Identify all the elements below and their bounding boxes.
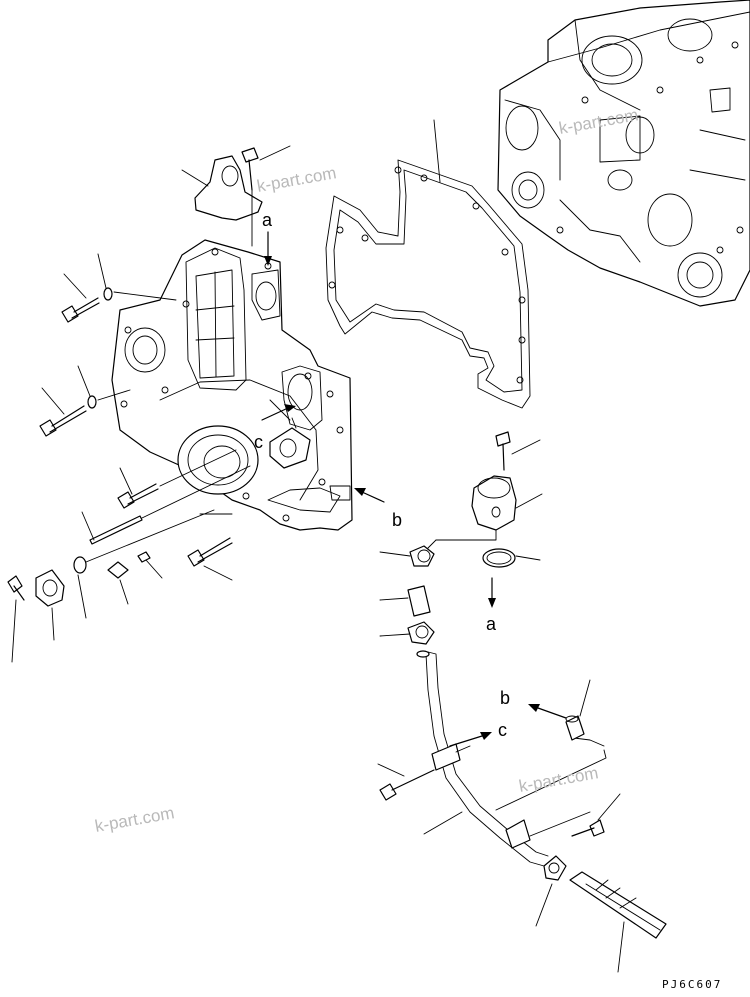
leader-line bbox=[119, 467, 133, 495]
leader-line bbox=[77, 574, 87, 619]
o-ring bbox=[482, 548, 541, 568]
arrow-a-top bbox=[264, 231, 272, 266]
arrow-c-right bbox=[449, 732, 492, 747]
tube-flange bbox=[269, 399, 311, 469]
arrow-c-left bbox=[261, 404, 296, 421]
watermark-middle: k-part.com bbox=[517, 763, 599, 796]
leader-line bbox=[203, 565, 233, 581]
leader-line bbox=[515, 493, 543, 509]
plug bbox=[107, 561, 129, 605]
leader-line bbox=[535, 883, 553, 927]
lower-hose bbox=[569, 871, 667, 973]
leader-line bbox=[77, 365, 91, 397]
watermark-top: k-part.com bbox=[255, 163, 337, 196]
leader-line bbox=[11, 599, 17, 663]
dowel-pin bbox=[81, 465, 251, 545]
ref-label-b-right: b bbox=[500, 688, 510, 708]
leader-line bbox=[97, 253, 107, 289]
ref-label-c-left: c bbox=[254, 432, 263, 452]
leader-line bbox=[579, 679, 591, 717]
leader-line bbox=[119, 579, 129, 605]
leader-line bbox=[379, 633, 411, 637]
arrow-a bbox=[488, 577, 496, 608]
leader-line bbox=[597, 793, 621, 821]
ref-label-b-left: b bbox=[392, 510, 402, 530]
ref-label-a-top: a bbox=[262, 210, 273, 230]
arrow-b-right bbox=[528, 704, 567, 719]
watermark-bottom-left: k-part.com bbox=[93, 803, 175, 836]
timing-gear-case bbox=[111, 239, 353, 531]
leader-line bbox=[63, 273, 87, 299]
leader-line bbox=[81, 511, 95, 541]
leader-line bbox=[51, 607, 55, 641]
hose-clamp bbox=[535, 855, 567, 927]
leader-line bbox=[377, 763, 405, 777]
leader-line bbox=[433, 119, 441, 183]
bolt bbox=[7, 575, 25, 663]
flange-bolt bbox=[377, 763, 435, 801]
flange-bolt bbox=[187, 537, 233, 581]
bolt-and-washer bbox=[61, 253, 177, 323]
leader-line bbox=[379, 597, 409, 601]
front-cover-gasket bbox=[325, 119, 531, 409]
arrow-b-left bbox=[354, 488, 385, 503]
lower-bracket-line bbox=[495, 737, 607, 837]
leader-line bbox=[511, 439, 541, 455]
leader-line bbox=[259, 145, 291, 161]
leader-line bbox=[617, 921, 625, 973]
cover-plate bbox=[35, 569, 65, 641]
pin bbox=[137, 551, 163, 579]
ref-label-c-right: c bbox=[498, 720, 507, 740]
leader-line bbox=[181, 169, 209, 187]
pipe-clip bbox=[505, 819, 531, 849]
mounting-bracket bbox=[181, 155, 263, 221]
hose bbox=[379, 585, 431, 617]
hose-clamp bbox=[379, 539, 437, 567]
hose-clamp bbox=[379, 621, 435, 645]
leader-line bbox=[515, 555, 541, 561]
pipe-clip bbox=[431, 743, 471, 771]
flange-bolt bbox=[495, 431, 541, 471]
breather-body bbox=[435, 475, 543, 541]
engine-block bbox=[497, 0, 750, 307]
leader-line bbox=[423, 811, 463, 835]
oil-pipe bbox=[416, 650, 549, 867]
leader-line bbox=[379, 551, 411, 557]
seal-ring bbox=[73, 509, 233, 619]
flange-bolt bbox=[241, 145, 291, 247]
leader-line bbox=[41, 387, 65, 415]
ref-label-a-bottom: a bbox=[486, 614, 497, 634]
bolt-and-washer bbox=[39, 365, 131, 437]
spacer bbox=[565, 679, 591, 741]
flange-bolt bbox=[571, 793, 621, 837]
leader-line bbox=[145, 559, 163, 579]
drawing-ref-code: PJ6C607 bbox=[662, 978, 722, 991]
bolt bbox=[117, 449, 237, 509]
